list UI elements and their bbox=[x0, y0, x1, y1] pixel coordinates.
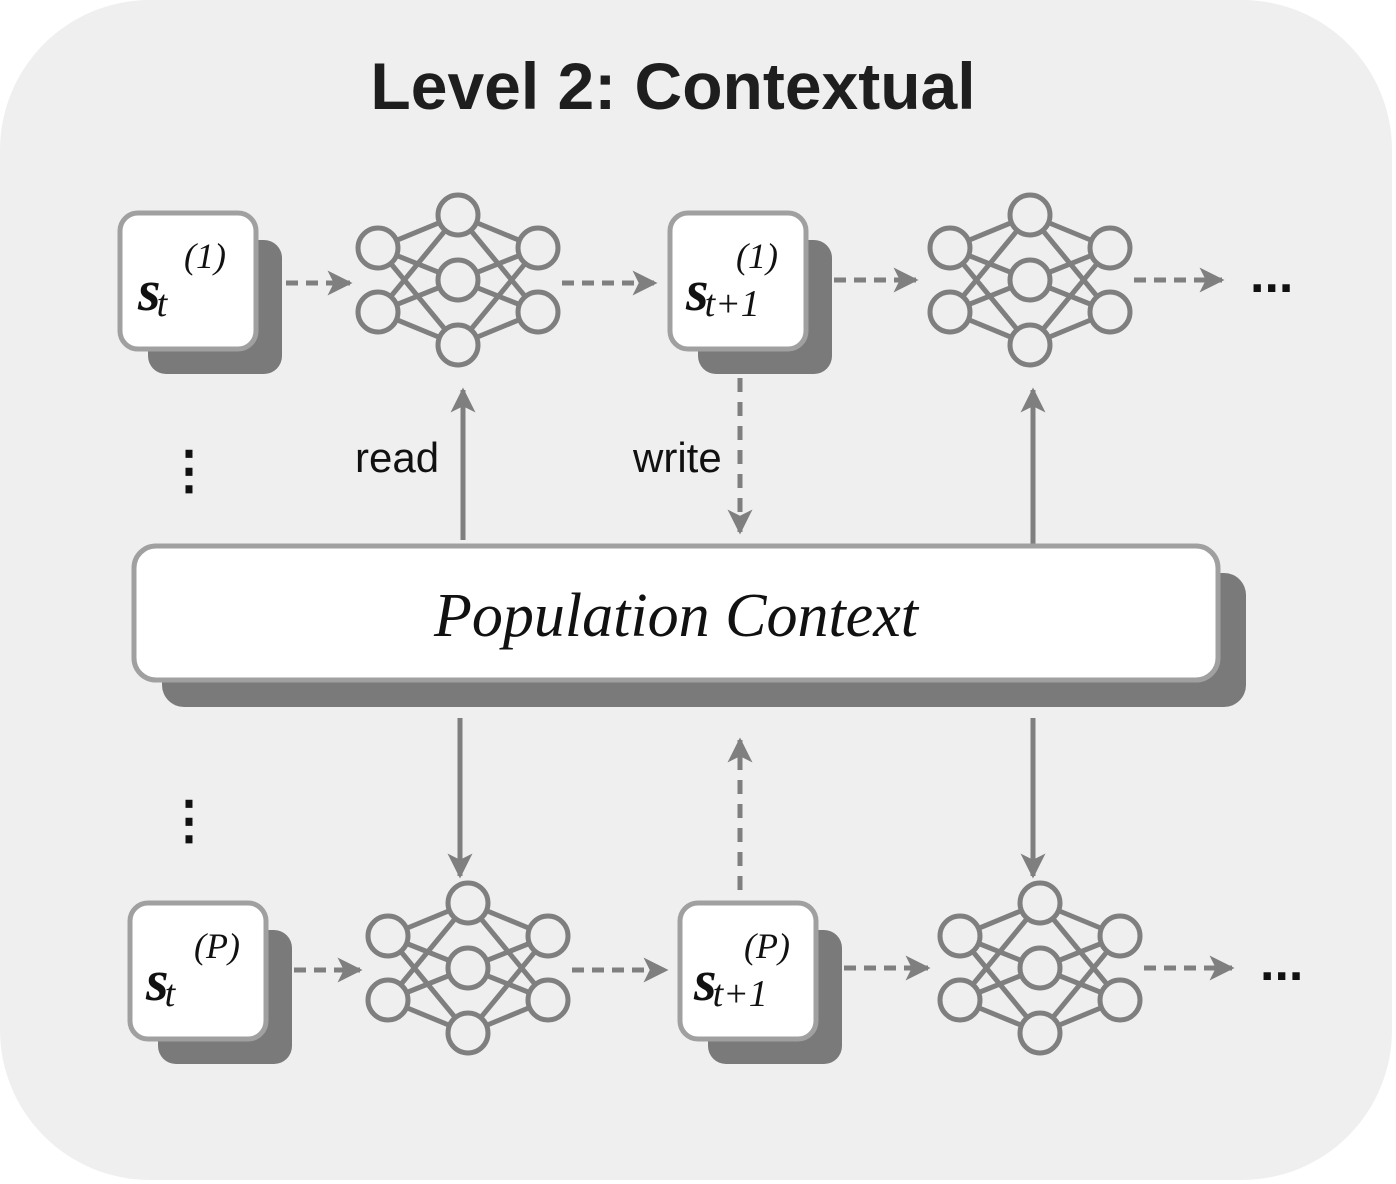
read-label: read bbox=[355, 434, 439, 481]
neural-network-icon bbox=[358, 195, 558, 365]
population-context-box: Population Context bbox=[131, 543, 1246, 707]
svg-text:(1): (1) bbox=[184, 236, 226, 276]
ellipsis-vertical-lower: ⋮ bbox=[163, 792, 215, 850]
state-box-s-t-p: st (P) bbox=[127, 900, 292, 1064]
svg-text:st+1: st+1 bbox=[685, 258, 760, 325]
ellipsis-top: ... bbox=[1250, 246, 1293, 304]
state-box-s-t1-1: st+1 (1) bbox=[667, 210, 832, 374]
diagram-title: Level 2: Contextual bbox=[370, 49, 976, 123]
svg-text:st: st bbox=[137, 258, 169, 325]
ellipsis-bottom: ... bbox=[1260, 934, 1303, 992]
svg-text:st: st bbox=[145, 948, 177, 1015]
write-label: write bbox=[632, 434, 722, 481]
population-context-label: Population Context bbox=[433, 582, 920, 650]
neural-network-icon bbox=[940, 883, 1140, 1053]
svg-text:st+1: st+1 bbox=[693, 948, 768, 1015]
svg-text:(P): (P) bbox=[744, 926, 790, 966]
neural-network-icon bbox=[930, 195, 1130, 365]
svg-text:(1): (1) bbox=[736, 236, 778, 276]
state-box-s-t1-p: st+1 (P) bbox=[677, 900, 842, 1064]
ellipsis-vertical-upper: ⋮ bbox=[163, 442, 215, 500]
state-box-s-t-1: st (1) bbox=[117, 210, 282, 374]
svg-text:(P): (P) bbox=[194, 926, 240, 966]
neural-network-icon bbox=[368, 883, 568, 1053]
